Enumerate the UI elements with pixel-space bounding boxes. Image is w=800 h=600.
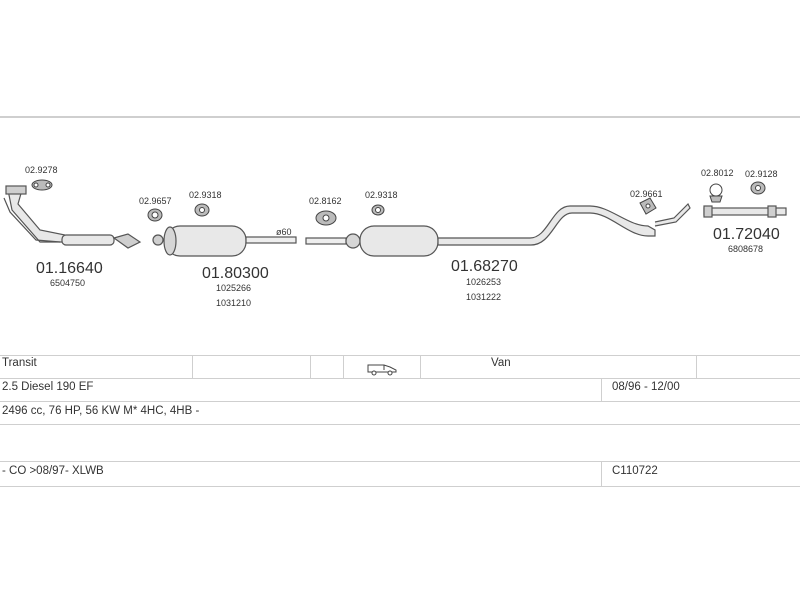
exhaust-diagram-svg: 02.9278 02.9657 02.9318 ø60 bbox=[3, 165, 787, 308]
exhaust-system-diagram: 02.9278 02.9657 02.9318 ø60 bbox=[0, 116, 800, 358]
hardware-label-02-9278: 02.9278 bbox=[25, 165, 58, 175]
van-icon bbox=[367, 364, 397, 376]
hardware-label-02-8012: 02.8012 bbox=[701, 168, 734, 178]
vehicle-engine: 2.5 Diesel 190 EF bbox=[2, 381, 94, 393]
vehicle-model: Transit bbox=[2, 357, 37, 369]
part-code-01-68270: 01.68270 bbox=[451, 258, 518, 275]
vehicle-row-model: Transit Van bbox=[0, 355, 800, 379]
vehicle-spec: 2496 cc, 76 HP, 56 KW M* 4HC, 4HB - bbox=[2, 405, 200, 417]
vehicle-row-engine: 2.5 Diesel 190 EF 08/96 - 12/00 bbox=[0, 378, 800, 402]
part-code-01-72040: 01.72040 bbox=[713, 226, 780, 243]
part-oe-1031222: 1031222 bbox=[466, 292, 501, 302]
hanger-02-9318-icon[interactable] bbox=[194, 203, 210, 217]
gasket-02-9657-icon[interactable] bbox=[147, 208, 163, 222]
part-code-01-80300: 01.80300 bbox=[202, 265, 269, 282]
rubber-mount-02-8162-icon[interactable] bbox=[315, 210, 337, 226]
part-01-72040-drawing[interactable] bbox=[703, 205, 787, 218]
part-oe-6504750: 6504750 bbox=[50, 278, 85, 288]
pipe-diameter-note: ø60 bbox=[276, 227, 292, 237]
part-oe-1025266: 1025266 bbox=[216, 283, 251, 293]
hardware-label-02-9661: 02.9661 bbox=[630, 189, 663, 199]
catalog-code: C110722 bbox=[612, 465, 658, 477]
hanger-02-9128-icon[interactable] bbox=[750, 181, 766, 195]
vehicle-row-spec: 2496 cc, 76 HP, 56 KW M* 4HC, 4HB - bbox=[0, 402, 800, 425]
part-01-68270-drawing[interactable] bbox=[305, 202, 691, 257]
hardware-label-02-8162: 02.8162 bbox=[309, 196, 342, 206]
part-01-16640-drawing[interactable] bbox=[3, 185, 142, 249]
vehicle-body-type: Van bbox=[491, 357, 511, 369]
part-01-80300-drawing[interactable] bbox=[152, 225, 297, 257]
part-code-01-16640: 01.16640 bbox=[36, 260, 103, 277]
clamp-02-8012-icon[interactable] bbox=[709, 183, 723, 203]
hardware-label-02-9657: 02.9657 bbox=[139, 196, 172, 206]
clamp-02-9278-icon[interactable] bbox=[31, 179, 53, 191]
hardware-label-02-9318-a: 02.9318 bbox=[189, 190, 222, 200]
hanger-02-9318-b-icon[interactable] bbox=[371, 204, 385, 216]
hardware-label-02-9128: 02.9128 bbox=[745, 169, 778, 179]
vehicle-row-notes: - CO >08/97- XLWB C110722 bbox=[0, 462, 800, 487]
part-oe-1031210: 1031210 bbox=[216, 298, 251, 308]
vehicle-row-empty bbox=[0, 425, 800, 462]
part-oe-6808678: 6808678 bbox=[728, 244, 763, 254]
vehicle-notes: - CO >08/97- XLWB bbox=[2, 465, 104, 477]
vehicle-years: 08/96 - 12/00 bbox=[612, 381, 680, 393]
hardware-label-02-9318-b: 02.9318 bbox=[365, 190, 398, 200]
part-oe-1026253: 1026253 bbox=[466, 277, 501, 287]
clamp-02-9661-icon[interactable] bbox=[639, 197, 657, 215]
